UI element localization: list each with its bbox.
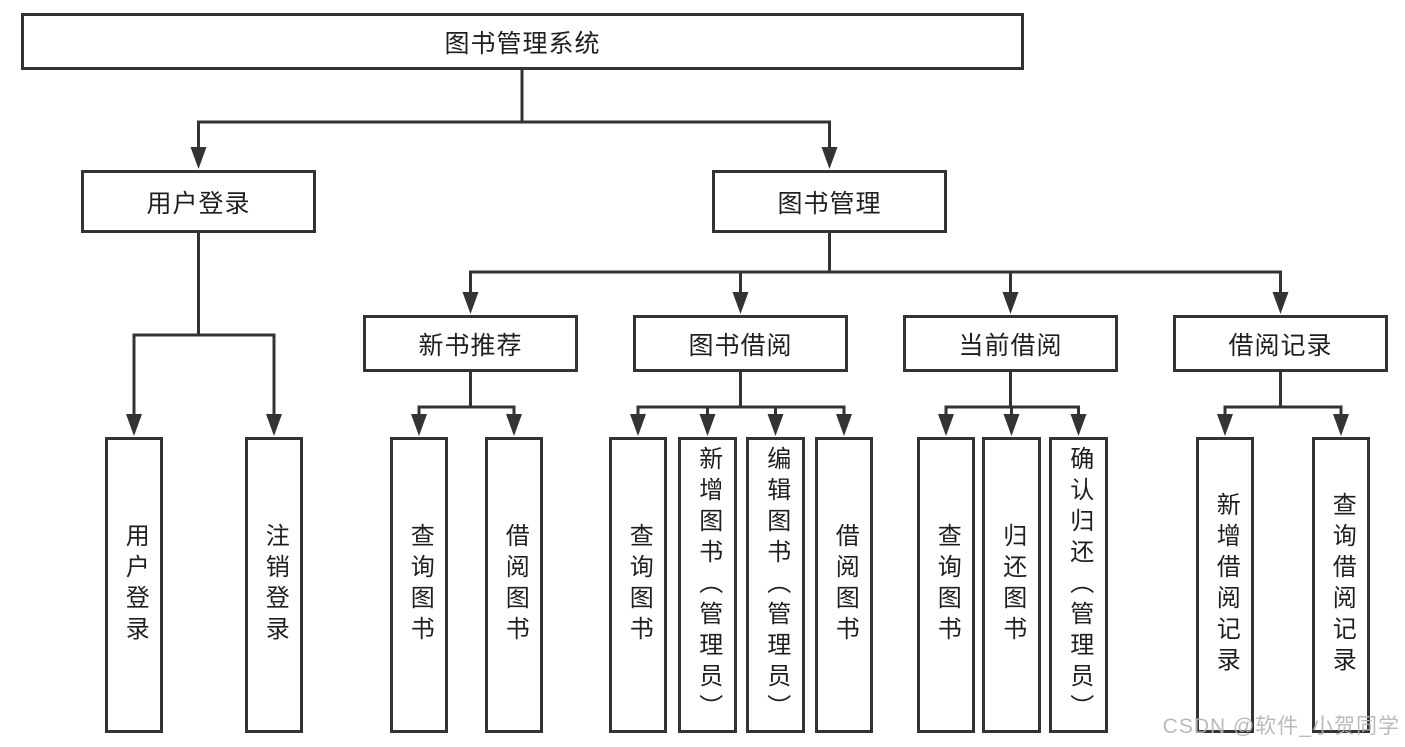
leaf-confirm-return-admin-label: 确认归还（管理员） — [1065, 445, 1093, 725]
node-root-system: 图书管理系统 — [21, 13, 1024, 70]
node-user-login-label: 用户登录 — [146, 189, 251, 218]
leaf-edit-books-admin: 编辑图书（管理员） — [746, 437, 805, 733]
leaf-borrow-books-label: 借阅图书 — [831, 523, 859, 647]
node-book-borrow: 图书借阅 — [633, 315, 848, 372]
node-book-management: 图书管理 — [712, 170, 947, 233]
leaf-add-books-admin-label: 新增图书（管理员） — [694, 445, 722, 725]
leaf-newbook-query-books-label: 查询图书 — [406, 523, 434, 647]
node-user-login: 用户登录 — [81, 170, 316, 233]
node-borrow-record: 借阅记录 — [1173, 315, 1388, 372]
leaf-current-query-books: 查询图书 — [917, 437, 975, 733]
csdn-watermark: CSDN @软件_小贺同学 — [1162, 715, 1400, 738]
leaf-user-login: 用户登录 — [105, 437, 163, 733]
leaf-logout: 注销登录 — [245, 437, 303, 733]
leaf-return-books-label: 归还图书 — [998, 523, 1026, 647]
leaf-confirm-return-admin: 确认归还（管理员） — [1049, 437, 1108, 733]
leaf-current-query-books-label: 查询图书 — [933, 523, 961, 647]
connector-book-mgmt-to-level3 — [462, 233, 1289, 314]
leaf-query-borrow-record-label: 查询借阅记录 — [1328, 492, 1356, 678]
node-new-book-recommend-label: 新书推荐 — [418, 331, 523, 360]
connector-borrow-record-to-leaves — [1217, 372, 1349, 436]
leaf-newbook-borrow-books: 借阅图书 — [485, 437, 543, 733]
node-current-borrow-label: 当前借阅 — [958, 331, 1063, 360]
connector-current-borrow-to-leaves — [938, 372, 1087, 436]
node-new-book-recommend: 新书推荐 — [363, 315, 578, 372]
leaf-borrow-books: 借阅图书 — [815, 437, 873, 733]
leaf-user-login-label: 用户登录 — [121, 523, 149, 647]
leaf-edit-books-admin-label: 编辑图书（管理员） — [762, 445, 790, 725]
leaf-add-books-admin: 新增图书（管理员） — [678, 437, 737, 733]
node-borrow-record-label: 借阅记录 — [1228, 331, 1333, 360]
connector-user-login-to-leaves — [126, 233, 282, 436]
connector-book-borrow-to-leaves — [630, 372, 852, 436]
leaf-newbook-borrow-books-label: 借阅图书 — [501, 523, 529, 647]
leaf-add-borrow-record: 新增借阅记录 — [1196, 437, 1254, 733]
leaf-add-borrow-record-label: 新增借阅记录 — [1212, 492, 1240, 678]
leaf-borrow-query-books: 查询图书 — [609, 437, 667, 733]
node-root-system-label: 图书管理系统 — [444, 29, 601, 58]
connector-new-book-to-leaves — [411, 372, 522, 436]
leaf-newbook-query-books: 查询图书 — [390, 437, 448, 733]
connector-root-to-level2 — [190, 69, 838, 169]
leaf-return-books: 归还图书 — [982, 437, 1041, 733]
leaf-borrow-query-books-label: 查询图书 — [625, 523, 653, 647]
leaf-query-borrow-record: 查询借阅记录 — [1312, 437, 1370, 733]
node-current-borrow: 当前借阅 — [903, 315, 1118, 372]
leaf-logout-label: 注销登录 — [261, 523, 289, 647]
node-book-management-label: 图书管理 — [777, 189, 882, 218]
node-book-borrow-label: 图书借阅 — [688, 331, 793, 360]
